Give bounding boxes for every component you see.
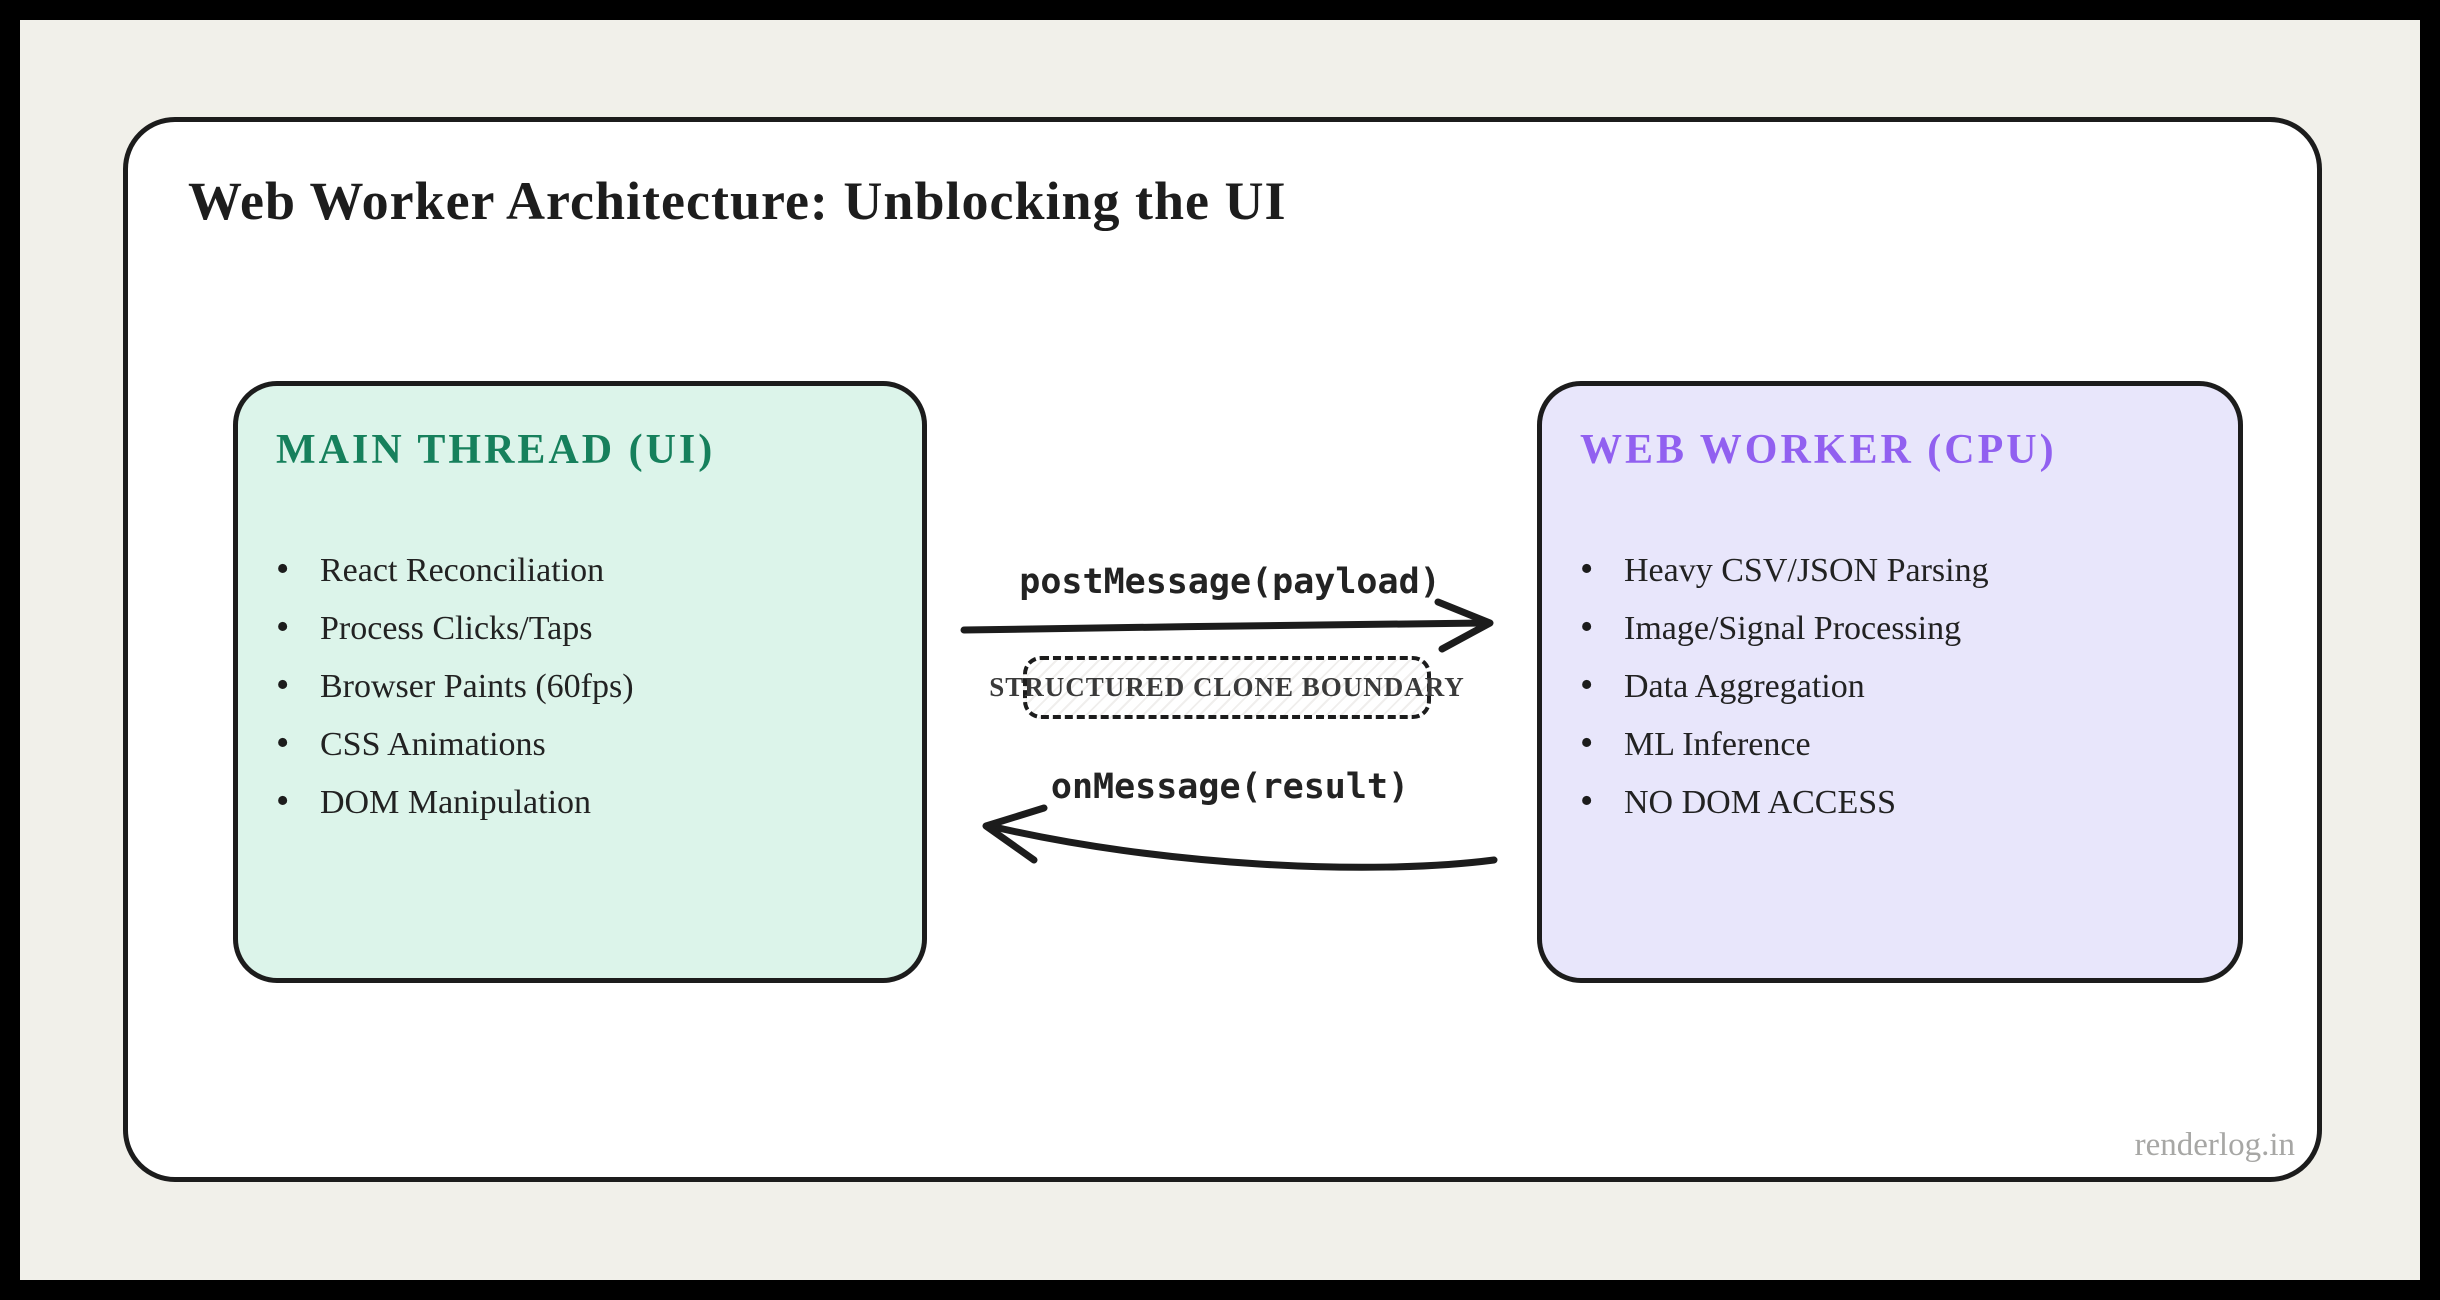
main-thread-box: MAIN THREAD (UI) • React Reconciliation •…	[233, 381, 927, 983]
list-item: • React Reconciliation	[276, 540, 884, 598]
web-worker-box: WEB WORKER (CPU) • Heavy CSV/JSON Parsing…	[1537, 381, 2243, 983]
watermark: renderlog.in	[2134, 1127, 2295, 1163]
list-item: • Heavy CSV/JSON Parsing	[1580, 540, 2200, 598]
main-thread-list: • React Reconciliation • Process Clicks/Ta…	[276, 540, 884, 830]
diagram-title: Web Worker Architecture: Unblocking the …	[188, 171, 1287, 231]
on-message-label: onMessage(result)	[1050, 767, 1410, 807]
list-item: • Data Aggregation	[1580, 656, 2200, 714]
list-item-label: Image/Signal Processing	[1624, 610, 1962, 647]
bullet-icon: •	[1580, 606, 1594, 648]
bullet-icon: •	[1580, 548, 1594, 590]
list-item: • DOM Manipulation	[276, 772, 884, 830]
list-item: • ML Inference	[1580, 714, 2200, 772]
boundary-label: STRUCTURED CLONE BOUNDARY	[989, 672, 1465, 702]
bullet-icon: •	[276, 780, 290, 822]
list-item-label: Browser Paints (60fps)	[320, 668, 634, 705]
list-item-label: ML Inference	[1624, 726, 1811, 763]
bullet-icon: •	[276, 606, 290, 648]
main-thread-heading: MAIN THREAD (UI)	[276, 427, 716, 473]
bullet-icon: •	[1580, 780, 1594, 822]
bullet-icon: •	[276, 722, 290, 764]
structured-clone-boundary: STRUCTURED CLONE BOUNDARY	[989, 656, 1464, 719]
list-item: • Process Clicks/Taps	[276, 598, 884, 656]
list-item-label: CSS Animations	[320, 726, 546, 763]
list-item: • CSS Animations	[276, 714, 884, 772]
post-message-label: postMessage(payload)	[1019, 562, 1441, 602]
list-item: • Browser Paints (60fps)	[276, 656, 884, 714]
bullet-icon: •	[1580, 664, 1594, 706]
bullet-icon: •	[1580, 722, 1594, 764]
web-worker-heading: WEB WORKER (CPU)	[1580, 427, 2057, 473]
bullet-icon: •	[276, 664, 290, 706]
list-item: • Image/Signal Processing	[1580, 598, 2200, 656]
list-item-label: Process Clicks/Taps	[320, 610, 593, 647]
diagram-canvas: Web Worker Architecture: Unblocking the …	[20, 20, 2420, 1280]
list-item: • NO DOM ACCESS	[1580, 772, 2200, 830]
arrow-right-icon	[960, 598, 1494, 653]
list-item-label: NO DOM ACCESS	[1624, 784, 1897, 821]
arrow-left-icon	[982, 804, 1498, 871]
diagram-sheet: Web Worker Architecture: Unblocking the …	[123, 117, 2322, 1182]
bullet-icon: •	[276, 548, 290, 590]
list-item-label: React Reconciliation	[320, 552, 605, 589]
web-worker-list: • Heavy CSV/JSON Parsing • Image/Signal Pr…	[1580, 540, 2200, 830]
list-item-label: Data Aggregation	[1624, 668, 1865, 705]
list-item-label: Heavy CSV/JSON Parsing	[1624, 552, 1989, 589]
list-item-label: DOM Manipulation	[320, 784, 592, 821]
